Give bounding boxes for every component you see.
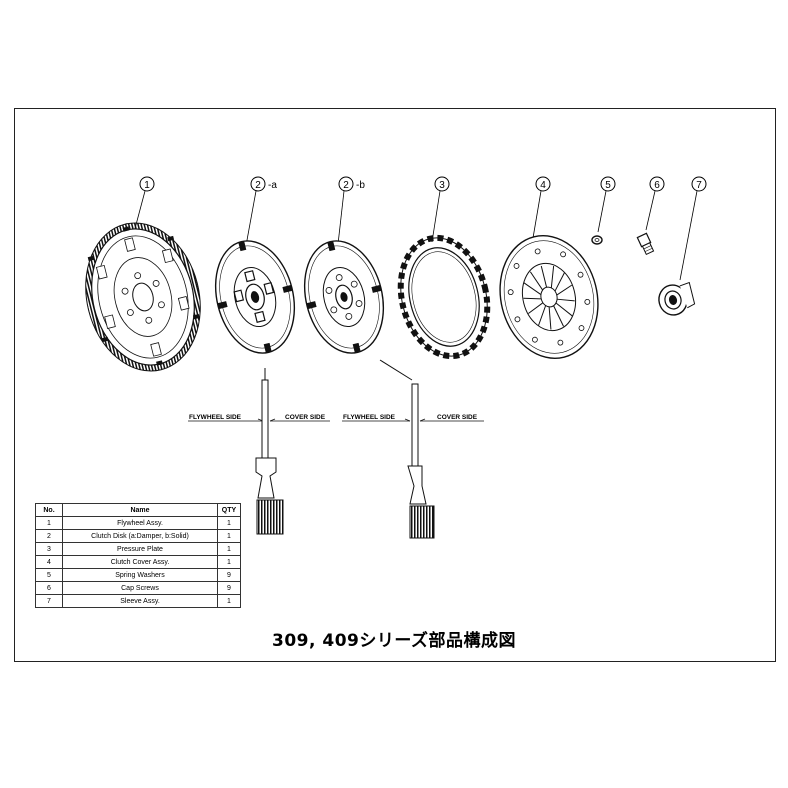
table-row: 3 Pressure Plate 1 [35, 542, 241, 556]
row-no: 7 [35, 594, 63, 608]
sleeve-assy-illustration [658, 281, 696, 316]
solid-disk-section: FLYWHEEL SIDE COVER SIDE [342, 359, 484, 539]
svg-text:7: 7 [696, 180, 702, 191]
svg-text:6: 6 [654, 180, 660, 191]
row-qty: 9 [217, 568, 241, 582]
header-name: Name [62, 503, 218, 517]
spring-washer-illustration [591, 235, 603, 245]
table-row: 4 Clutch Cover Assy. 1 [35, 555, 241, 569]
svg-text:2: 2 [343, 180, 349, 191]
svg-text:FLYWHEEL SIDE: FLYWHEEL SIDE [189, 414, 242, 421]
row-qty: 1 [217, 516, 241, 530]
cap-screw-illustration [636, 232, 655, 256]
pressure-plate-illustration [397, 234, 491, 360]
row-name: Sleeve Assy. [62, 594, 218, 608]
row-qty: 9 [217, 581, 241, 595]
table-row: 2 Clutch Disk (a:Damper, b:Solid) 1 [35, 529, 241, 543]
clutch-cover-illustration [499, 235, 599, 359]
row-name: Pressure Plate [62, 542, 218, 556]
table-row: 7 Sleeve Assy. 1 [35, 594, 241, 608]
callout-7: 7 [679, 176, 707, 281]
callout-3: 3 [431, 176, 450, 243]
clutch-disk-solid-illustration [303, 240, 385, 354]
clutch-disk-damper-illustration [214, 240, 296, 354]
row-qty: 1 [217, 542, 241, 556]
row-name: Spring Washers [62, 568, 218, 582]
flywheel-illustration [85, 222, 201, 372]
table-row: 1 Flywheel Assy. 1 [35, 516, 241, 530]
row-no: 6 [35, 581, 63, 595]
row-name: Clutch Disk (a:Damper, b:Solid) [62, 529, 218, 543]
row-no: 3 [35, 542, 63, 556]
row-name: Cap Screws [62, 581, 218, 595]
header-qty: QTY [217, 503, 241, 517]
header-no: No. [35, 503, 63, 517]
svg-text:COVER SIDE: COVER SIDE [285, 414, 326, 421]
row-no: 2 [35, 529, 63, 543]
row-qty: 1 [217, 594, 241, 608]
callout-4: 4 [532, 176, 551, 239]
parts-list-table: No. Name QTY 1 Flywheel Assy. 1 2 Clutch… [35, 503, 241, 608]
row-no: 4 [35, 555, 63, 569]
callout-5: 5 [597, 176, 616, 233]
svg-text:3: 3 [439, 180, 445, 191]
row-no: 5 [35, 568, 63, 582]
svg-text:2: 2 [255, 180, 261, 191]
drawing-caption: 309, 409シリーズ部品構成図 [272, 631, 516, 651]
table-header-row: No. Name QTY [35, 503, 241, 517]
table-row: 6 Cap Screws 9 [35, 581, 241, 595]
svg-text:FLYWHEEL SIDE: FLYWHEEL SIDE [343, 414, 396, 421]
table-row: 5 Spring Washers 9 [35, 568, 241, 582]
row-qty: 1 [217, 555, 241, 569]
row-name: Clutch Cover Assy. [62, 555, 218, 569]
svg-text:4: 4 [540, 180, 546, 191]
svg-text:-b: -b [356, 180, 365, 191]
svg-text:1: 1 [144, 180, 150, 191]
row-name: Flywheel Assy. [62, 516, 218, 530]
svg-text:-a: -a [268, 180, 277, 191]
row-no: 1 [35, 516, 63, 530]
svg-text:COVER SIDE: COVER SIDE [437, 414, 478, 421]
svg-text:5: 5 [605, 180, 611, 191]
damper-disk-section: FLYWHEEL SIDE COVER SIDE [188, 368, 330, 535]
row-qty: 1 [217, 529, 241, 543]
callout-6: 6 [645, 176, 665, 231]
